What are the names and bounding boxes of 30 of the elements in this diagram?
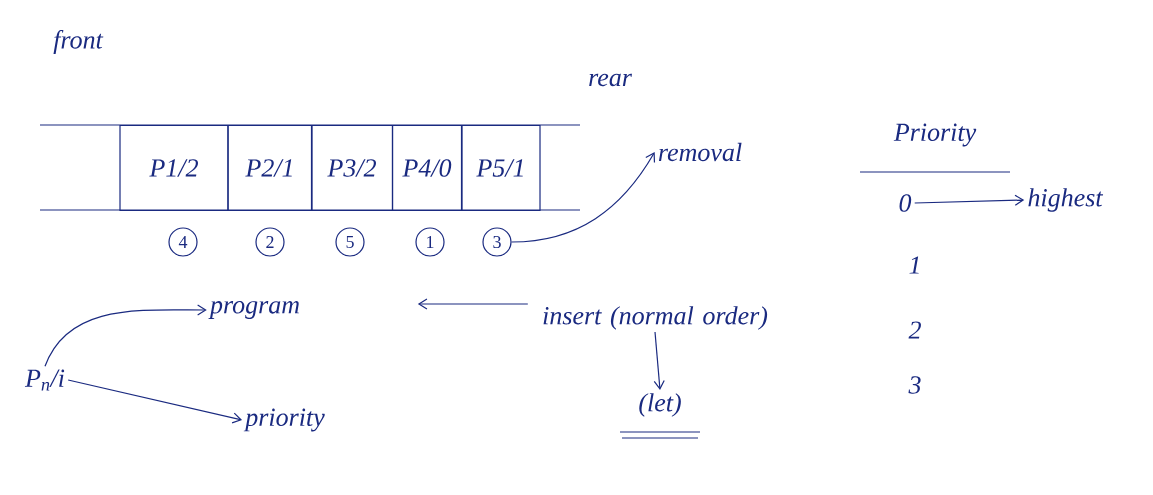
- queue-cell: P4/0: [391, 124, 463, 212]
- handwritten-label: removal: [658, 142, 742, 162]
- queue-cell: P2/1: [227, 124, 313, 212]
- order-number: 2: [255, 227, 285, 257]
- front-label: front: [53, 30, 104, 54]
- handwritten-label: program: [208, 301, 299, 319]
- order-number: 5: [335, 227, 365, 257]
- arrow: [653, 331, 665, 390]
- rear-label: rear: [589, 73, 632, 87]
- queue-cell: P3/2: [310, 124, 394, 212]
- handwritten-label: P$_{n}$/i: [24, 369, 65, 391]
- handwritten-label: 0: [899, 194, 912, 212]
- arrow: [67, 379, 243, 424]
- arrow: [44, 304, 207, 367]
- priority-number: 2: [908, 321, 921, 339]
- order-number: 4: [168, 227, 198, 257]
- note-text: insert (normal order): [543, 306, 768, 330]
- priority-number: 3: [908, 376, 921, 394]
- handwritten-label: priority: [243, 408, 325, 432]
- arrow: [417, 298, 529, 310]
- arrow: [914, 194, 1025, 206]
- arrow: [511, 152, 656, 243]
- handwritten-label: (let): [639, 393, 681, 417]
- priority-number: 1: [909, 256, 919, 274]
- order-number: 1: [415, 227, 445, 257]
- heading: Priority: [893, 123, 977, 147]
- queue-cell: P5/1: [461, 124, 541, 212]
- order-number: 3: [482, 227, 512, 257]
- handwritten-label: highest: [1028, 188, 1104, 212]
- queue-cell: P1/2: [119, 124, 229, 212]
